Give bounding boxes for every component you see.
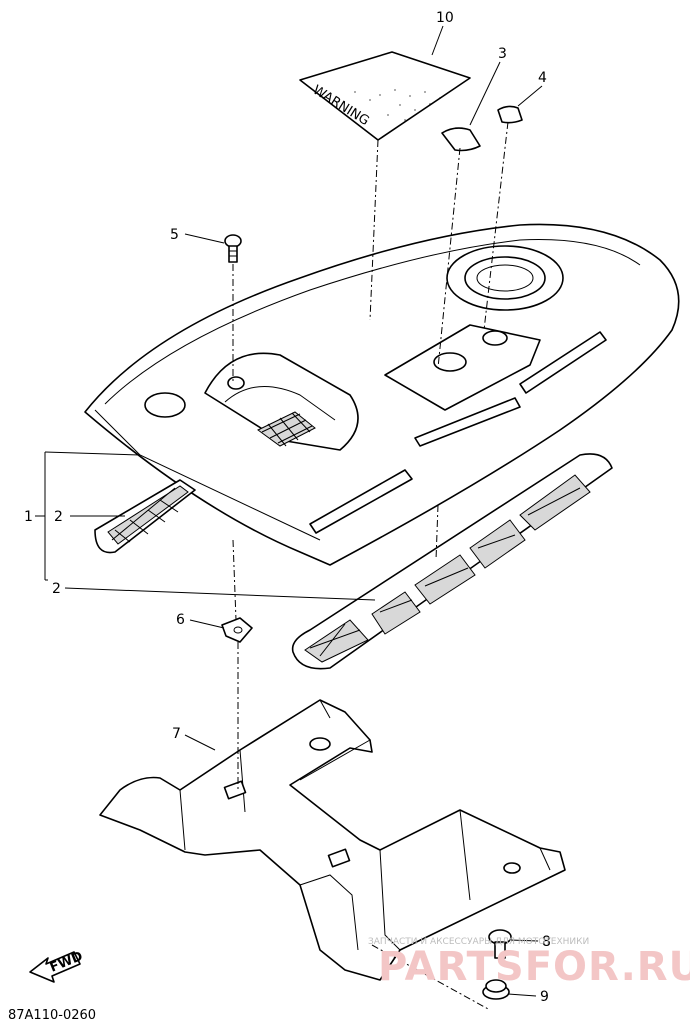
part-2-right-grille <box>291 453 613 670</box>
fwd-arrow-icon: FWD <box>29 949 85 983</box>
callout-6: 6 <box>176 612 185 628</box>
fwd-label: FWD <box>48 949 85 976</box>
callout-2-lower: 2 <box>52 581 61 597</box>
assembly-lines <box>232 121 509 1011</box>
callout-5: 5 <box>170 227 179 243</box>
diagram-code: 87A110-0260 <box>8 1008 96 1023</box>
callout-2-upper: 2 <box>54 509 63 525</box>
callout-1: 1 <box>24 509 33 525</box>
watermark-tagline: ЗАПЧАСТИ И АКСЕССУАРЫ ДЛЯ МОТОТЕХНИКИ <box>368 937 589 947</box>
callout-8: 8 <box>542 934 551 950</box>
part-5-screw <box>224 234 242 263</box>
callout-labels: 10 3 4 5 1 2 2 6 7 8 9 <box>24 10 551 1005</box>
part-6-clip-nut <box>221 617 253 643</box>
watermark-brand: PARTSFOR.RU <box>378 944 690 990</box>
part-7-bottom-tray <box>99 699 566 981</box>
part-2-left-grille <box>94 479 196 554</box>
cover-recess-mesh <box>257 411 316 447</box>
part-4-pad <box>497 105 523 124</box>
leader-lines <box>35 25 543 997</box>
callout-10: 10 <box>436 10 454 26</box>
watermark: ЗАПЧАСТИ И АКСЕССУАРЫ ДЛЯ МОТОТЕХНИКИ PA… <box>368 937 690 990</box>
callout-3: 3 <box>498 46 507 62</box>
callout-9: 9 <box>540 989 549 1005</box>
callout-4: 4 <box>538 70 547 86</box>
part-10-warning-label: WARNING <box>299 51 471 141</box>
part-8-bolt <box>488 929 512 959</box>
part-1-cover <box>84 223 680 566</box>
callout-7: 7 <box>172 726 181 742</box>
part-9-grommet <box>482 979 510 1000</box>
part-3-pad <box>441 127 481 152</box>
